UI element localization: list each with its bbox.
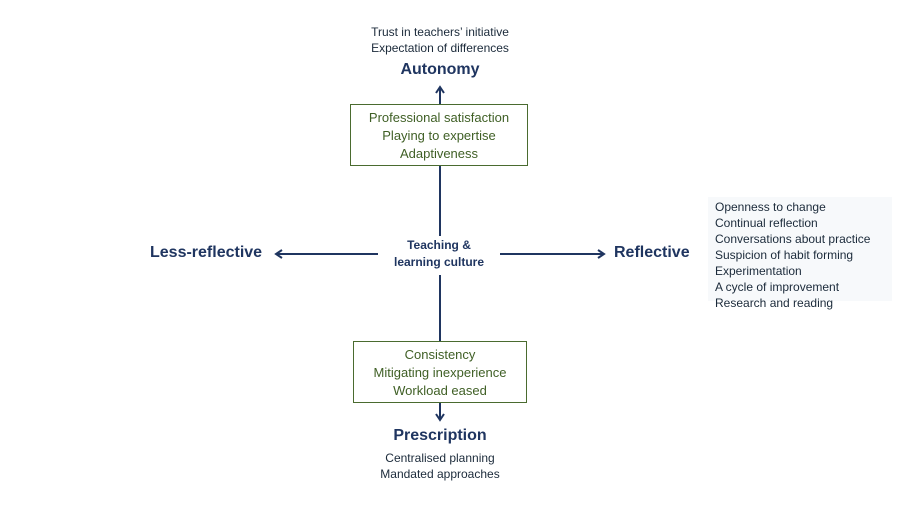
top-note: Expectation of differences [371,41,509,55]
reflective-note: A cycle of improvement [715,280,840,294]
center-label: Teaching & learning culture [378,236,500,275]
box-line: Workload eased [393,383,487,398]
box-line: Mitigating inexperience [373,365,507,380]
top-notes: Trust in teachers’ initiative Expectatio… [340,24,540,56]
autonomy-label: Autonomy [400,61,480,78]
reflective-notes-panel [708,197,892,301]
reflective-notes: Openness to change Continual reflection … [715,199,895,311]
reflective-label: Reflective [614,244,690,261]
bottom-note: Centralised planning [385,451,495,465]
top-note: Trust in teachers’ initiative [371,25,509,39]
autonomy-box: Professional satisfaction Playing to exp… [350,104,528,166]
reflective-note: Conversations about practice [715,232,871,246]
prescription-label: Prescription [393,427,487,444]
box-line: Professional satisfaction [368,110,510,125]
center-line: Teaching & [407,238,471,252]
bottom-note: Mandated approaches [380,467,500,481]
box-line: Playing to expertise [382,128,496,143]
reflective-note: Experimentation [715,264,802,278]
box-line: Consistency [404,347,476,362]
box-line: Adaptiveness [399,146,479,161]
reflective-note: Research and reading [715,296,834,310]
reflective-note: Suspicion of habit forming [715,248,854,262]
reflective-note: Continual reflection [715,216,818,230]
reflective-note: Openness to change [715,200,826,214]
center-line: learning culture [393,255,485,269]
less-reflective-label: Less-reflective [150,244,263,261]
prescription-box: Consistency Mitigating inexperience Work… [353,341,527,403]
bottom-notes: Centralised planning Mandated approaches [340,450,540,482]
